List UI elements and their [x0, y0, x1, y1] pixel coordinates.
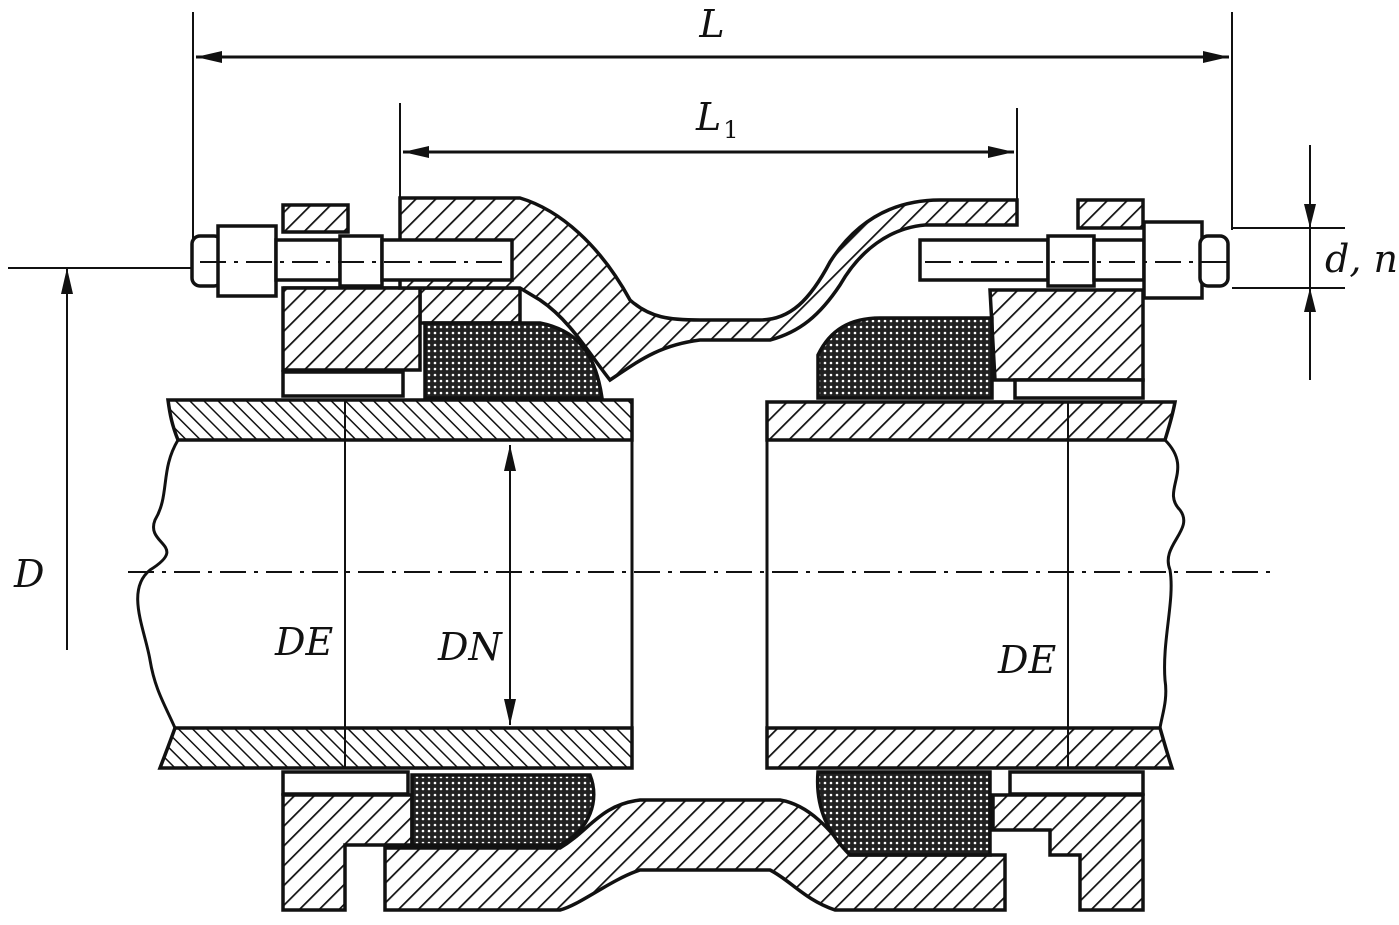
label-D: D [13, 552, 44, 596]
label-L1: L1 [695, 95, 739, 144]
label-DE-right: DE [997, 638, 1056, 682]
dimension-D: D [8, 267, 195, 650]
lower-spool [281, 770, 1145, 912]
label-DN: DN [437, 625, 503, 669]
bolt [190, 220, 1230, 300]
upper-spool [281, 196, 1145, 400]
dimension-L1: L1 [399, 95, 1018, 200]
label-dn: d, n [1325, 237, 1398, 281]
left-pipe: DE DN [136, 398, 634, 770]
label-L: L [698, 2, 724, 46]
label-DE-left: DE [274, 620, 333, 664]
right-pipe: DE [765, 400, 1186, 770]
dimension-L: L [192, 2, 1233, 245]
dimension-bolt: d, n [1232, 145, 1398, 380]
